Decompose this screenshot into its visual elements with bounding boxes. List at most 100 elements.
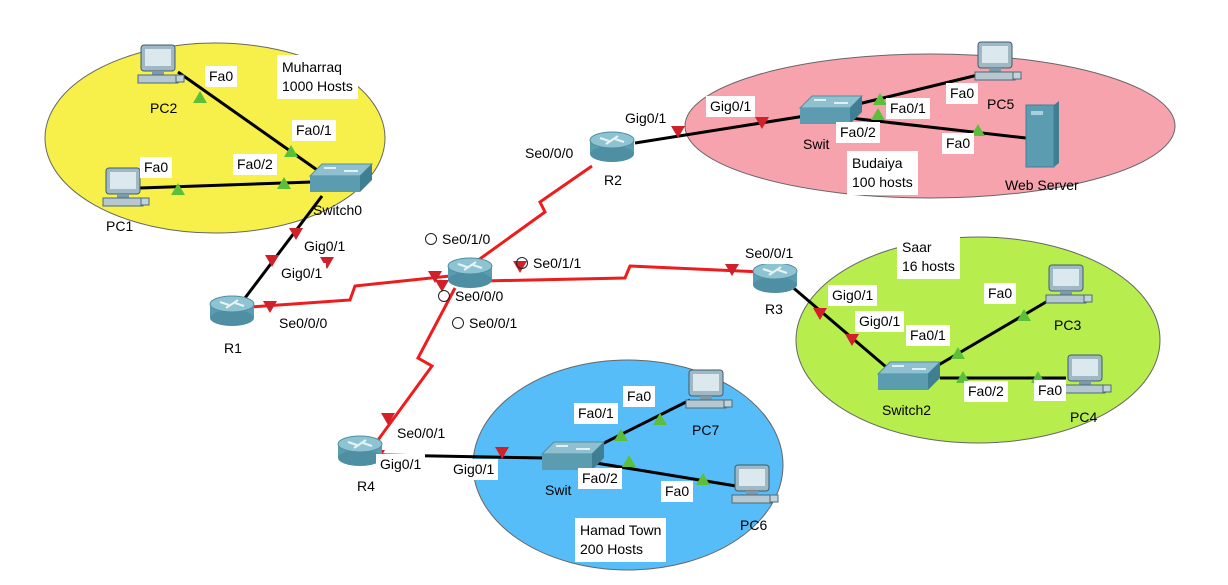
link-down-indicator <box>289 228 303 240</box>
port-label: Gig0/1 <box>449 459 499 480</box>
link-down-indicator <box>845 334 859 346</box>
link-up-indicator <box>871 108 885 120</box>
port-label: Fa0/2 <box>836 122 880 143</box>
port-label: Fa0/2 <box>578 468 622 489</box>
port-name: Se0/0/0 <box>279 315 328 331</box>
serial-link <box>376 287 457 441</box>
area-hosts: 100 hosts <box>852 174 913 190</box>
ethernet-link <box>634 114 806 145</box>
port-label: Se0/0/1 <box>448 313 521 334</box>
port-label: Se0/1/1 <box>512 253 585 274</box>
note-budaiya: Budaiya 100 hosts <box>847 151 918 195</box>
area-hosts: 200 Hosts <box>580 541 644 557</box>
port-name: Fa0 <box>946 135 971 151</box>
device-web-server[interactable] <box>1025 101 1059 168</box>
port-name: Fa0/1 <box>910 327 946 343</box>
port-label: Fa0 <box>623 386 656 407</box>
device-label: R3 <box>765 301 783 317</box>
port-name: Se0/0/0 <box>455 288 504 304</box>
note-hamad: Hamad Town 200 Hosts <box>575 518 667 562</box>
link-down-indicator <box>263 301 277 313</box>
port-label: Gig0/1 <box>376 454 426 475</box>
port-label: Fa0 <box>942 133 975 154</box>
link-up-indicator <box>277 177 291 189</box>
device-label: R1 <box>224 340 242 356</box>
device-label: PC5 <box>987 96 1015 112</box>
port-label: Se0/1/0 <box>421 229 494 250</box>
link-down-indicator <box>755 117 769 129</box>
device-pc5[interactable] <box>974 41 1022 81</box>
port-label: Fa0 <box>140 157 173 178</box>
port-name: Se0/0/1 <box>745 245 794 261</box>
ethernet-link <box>243 195 324 299</box>
device-label: Switch2 <box>882 402 932 418</box>
link-up-indicator <box>171 183 185 195</box>
link-down-indicator <box>725 264 739 276</box>
port-name: Fa0/2 <box>968 383 1004 399</box>
device-r1[interactable] <box>209 295 255 326</box>
port-name: Se0/0/1 <box>397 425 446 441</box>
ethernet-link <box>849 72 983 108</box>
ethernet-link <box>849 116 1027 140</box>
port-name: Fa0 <box>209 68 234 84</box>
port-name: Gig0/1 <box>859 313 901 329</box>
device-swit[interactable] <box>540 441 606 470</box>
device-r2[interactable] <box>589 131 635 162</box>
port-label: Fa0 <box>946 83 979 104</box>
ethernet-link <box>929 300 1047 372</box>
port-label: Fa0/1 <box>574 403 618 424</box>
link-up-indicator <box>614 429 628 441</box>
port-label: Fa0 <box>1034 380 1067 401</box>
device-switch2[interactable] <box>876 361 942 390</box>
link-up-indicator <box>622 455 636 467</box>
port-label: Se0/0/0 <box>434 286 507 307</box>
ethernet-link <box>789 283 893 374</box>
link-down-indicator <box>495 447 509 459</box>
port-name: Fa0/2 <box>237 156 273 172</box>
port-label: Se0/0/0 <box>521 143 578 164</box>
clock-icon <box>452 317 464 329</box>
device-label: Web Server <box>1005 177 1079 193</box>
port-label: Gig0/1 <box>300 236 350 257</box>
area-hosts: 16 hosts <box>902 258 955 274</box>
port-name: Fa0/1 <box>890 100 926 116</box>
device-pc7[interactable] <box>685 369 733 409</box>
area-name: Hamad Town <box>580 522 662 538</box>
device-label: Swit <box>545 482 572 498</box>
device-router-r0[interactable] <box>447 257 493 288</box>
area-name: Saar <box>902 239 932 255</box>
link-up-indicator <box>1017 309 1031 321</box>
device-pc6[interactable] <box>731 464 779 504</box>
area-name: Muharraq <box>282 59 342 75</box>
clock-icon <box>438 290 450 302</box>
port-name: Gig0/1 <box>832 287 874 303</box>
port-name: Gig0/1 <box>380 456 422 472</box>
device-switch0[interactable] <box>308 163 374 192</box>
device-pc3[interactable] <box>1045 264 1093 304</box>
link-up-indicator <box>284 145 298 157</box>
port-label: Fa0/1 <box>886 98 930 119</box>
port-name: Gig0/1 <box>710 98 752 114</box>
port-name: Se0/0/0 <box>525 145 574 161</box>
area-name: Budaiya <box>852 155 903 171</box>
link-up-indicator <box>971 124 985 136</box>
port-label: Fa0/2 <box>964 381 1008 402</box>
device-r3[interactable] <box>752 262 798 293</box>
device-pc2[interactable] <box>137 44 185 84</box>
device-label: PC4 <box>1070 409 1098 425</box>
port-name: Gig0/1 <box>453 461 495 477</box>
port-label: Fa0/2 <box>233 154 277 175</box>
ethernet-link <box>589 398 691 452</box>
port-label: Fa0 <box>984 283 1017 304</box>
device-swit[interactable] <box>798 95 864 124</box>
serial-link <box>249 274 451 309</box>
note-saar: Saar 16 hosts <box>897 235 960 279</box>
port-name: Fa0/2 <box>840 124 876 140</box>
port-label: Gig0/1 <box>855 311 905 332</box>
device-pc1[interactable] <box>102 167 150 207</box>
device-r4[interactable] <box>337 435 383 466</box>
device-label: PC7 <box>692 422 720 438</box>
